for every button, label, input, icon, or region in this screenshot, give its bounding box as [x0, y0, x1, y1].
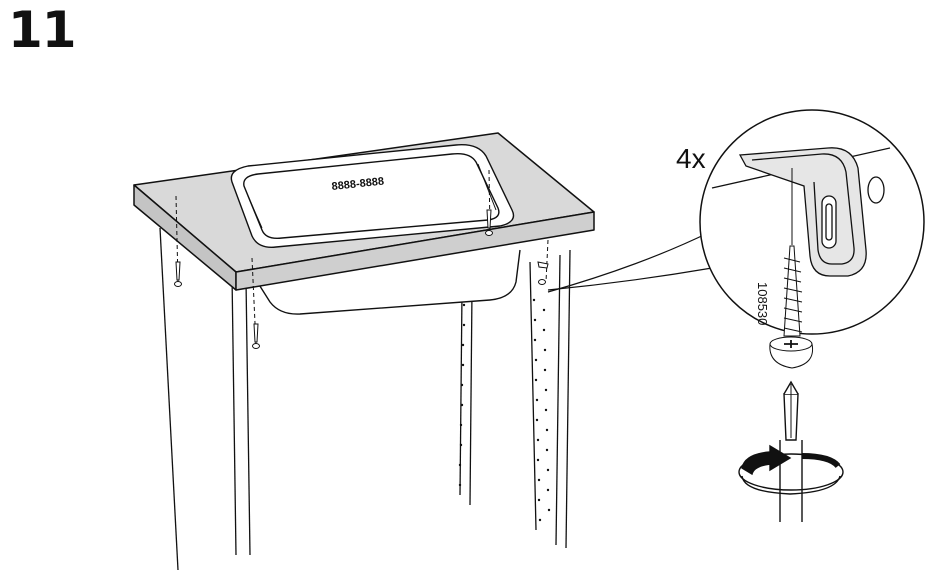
cabinet-frame: [159, 227, 571, 571]
clockwise-rotation-arrow-icon: [738, 444, 844, 495]
sink-basin-underside: [257, 249, 521, 315]
wood-screw-icon: [174, 209, 549, 349]
detail-screw: [769, 245, 814, 369]
detail-callout: [699, 109, 925, 369]
part-number-label: 108530: [755, 282, 770, 325]
phillips-screwdriver-icon: [779, 380, 803, 522]
drain-marking: 8888-8888: [331, 176, 385, 193]
panel-holes: [458, 298, 551, 522]
sink-bowl: [230, 144, 515, 248]
quantity-label: 4x: [676, 143, 706, 174]
step-number: 11: [8, 1, 77, 59]
callout-leader: [547, 231, 713, 293]
